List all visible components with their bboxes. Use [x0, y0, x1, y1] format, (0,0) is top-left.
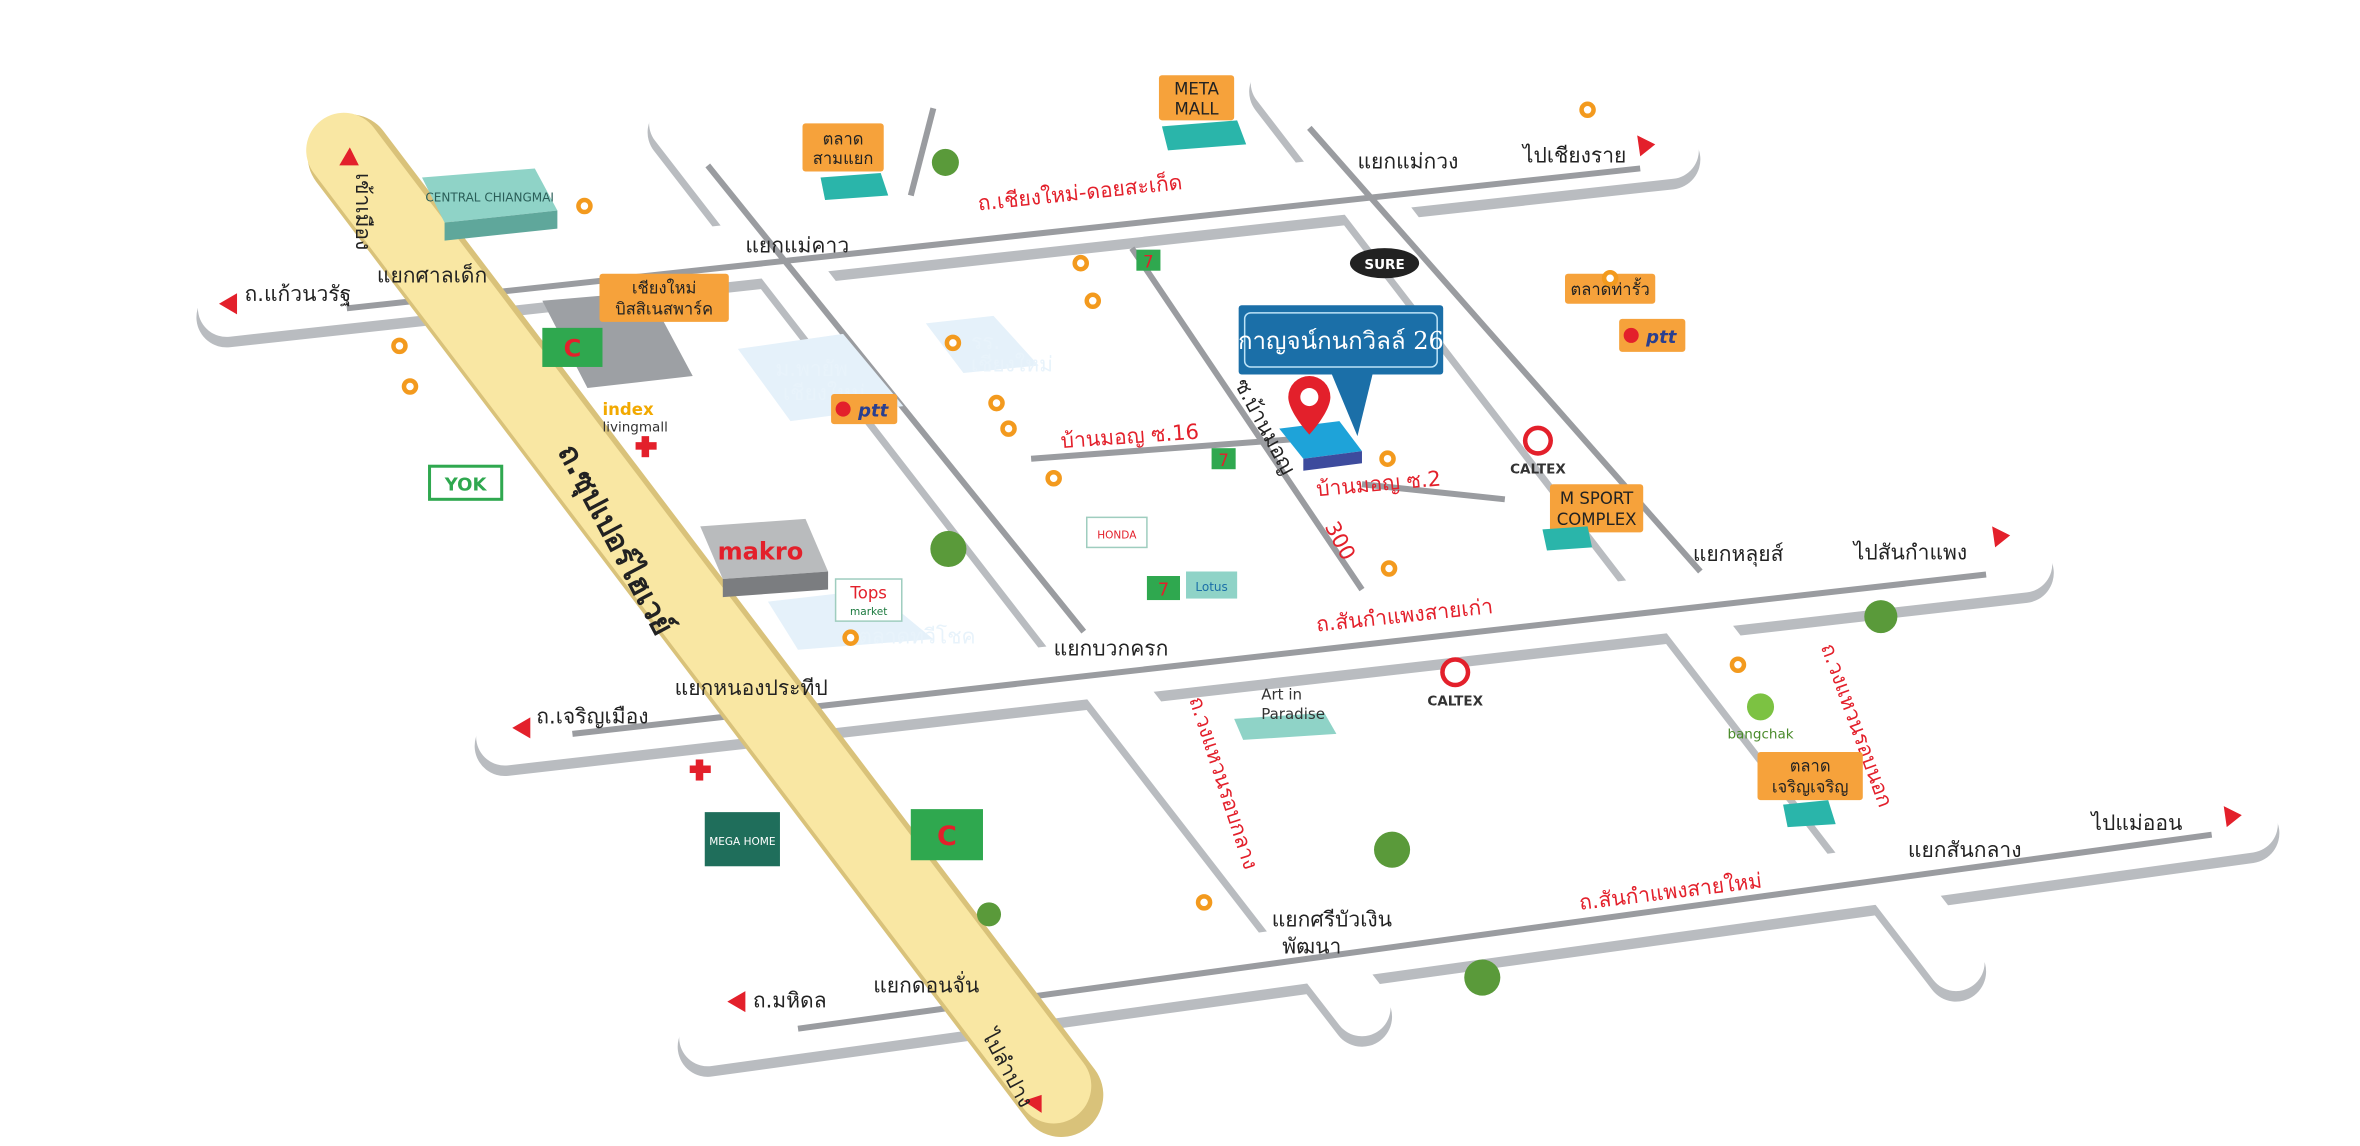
honda[interactable]: HONDA — [1086, 516, 1148, 549]
project-marker[interactable]: กาญจน์กนกวิลล์ 26 — [1238, 305, 1444, 471]
poi-talat-tha-rua[interactable]: ตลาดท่ารั้ว — [1565, 273, 1656, 304]
payap-label: ม.พายัพ — [775, 356, 847, 381]
sri-bua-ngoen-label-2: พัฒนา — [1282, 933, 1341, 958]
svg-text:เจริญเจริญ: เจริญเจริญ — [1772, 778, 1849, 797]
buak-khrok-label: แยกบวกครก — [1054, 636, 1169, 661]
svg-text:C: C — [564, 334, 582, 362]
school-label: รร. — [971, 329, 1000, 354]
bangchak[interactable]: bangchak — [1727, 693, 1794, 742]
hospital-icon — [635, 436, 711, 781]
svg-text:SURE: SURE — [1364, 257, 1404, 273]
distance-label: 300 — [1320, 517, 1361, 564]
art-in-paradise[interactable]: Art in Paradise — [1234, 685, 1337, 740]
yok[interactable]: YOK — [428, 464, 504, 501]
svg-text:Tops: Tops — [849, 584, 887, 603]
seven-eleven-2[interactable]: 7 — [1211, 448, 1236, 470]
svg-text:market: market — [850, 606, 887, 618]
central-chiangmai[interactable]: CENTRAL CHIANGMAI — [422, 168, 558, 241]
svg-text:CALTEX: CALTEX — [1427, 693, 1483, 709]
caltex-2[interactable]: CALTEX — [1427, 657, 1484, 709]
seven-eleven-1[interactable]: 7 — [1136, 249, 1161, 272]
ptt-icon — [1623, 327, 1639, 343]
svg-text:bangchak: bangchak — [1727, 726, 1793, 742]
svg-text:7: 7 — [1218, 451, 1229, 470]
poi-meta-mall[interactable]: META MALL — [1158, 75, 1247, 151]
svg-text:index: index — [602, 400, 653, 419]
big-c-2[interactable]: C — [910, 809, 983, 861]
svg-text:Art in: Art in — [1261, 685, 1302, 703]
svg-text:livingmall: livingmall — [602, 420, 667, 436]
san-klang-label: แยกสันกลาง — [1908, 837, 2022, 862]
seven-eleven-3[interactable]: 7 — [1146, 576, 1180, 601]
sure-logo[interactable]: SURE — [1349, 248, 1420, 279]
poi-talat-sam-yaek[interactable]: ตลาด สามแยก — [802, 123, 889, 201]
mae-kuang-label: แยกแม่กวง — [1357, 148, 1458, 173]
svg-text:HONDA: HONDA — [1097, 529, 1137, 541]
nong-prathip-label: แยกหนองประทีป — [675, 675, 828, 700]
svg-text:CALTEX: CALTEX — [1510, 462, 1566, 478]
chiang-rai-label: ไปเชียงราย — [1521, 142, 1626, 167]
tree-icons — [930, 148, 1898, 996]
svg-text:บิสสิเนสพาร์ค: บิสสิเนสพาร์ค — [615, 299, 713, 318]
svg-text:7: 7 — [1158, 580, 1169, 601]
project-name: กาญจน์กนกวิลล์ 26 — [1238, 327, 1444, 355]
poi-talat-charoen[interactable]: ตลาด เจริญเจริญ — [1757, 751, 1863, 828]
soi-lines — [1030, 246, 1506, 592]
svg-text:เชียงใหม่: เชียงใหม่ — [632, 278, 697, 297]
poi-m-sport[interactable]: M SPORT COMPLEX — [1542, 484, 1644, 551]
san-dek-label: แยกศาลเด็ก — [377, 262, 487, 288]
landmark-dots — [391, 101, 1747, 911]
index-livingmall[interactable]: index livingmall — [602, 400, 667, 436]
svg-text:MALL: MALL — [1175, 99, 1220, 118]
svg-text:ptt: ptt — [857, 401, 890, 422]
sankamphaeng-label: ไปสันกำแพง — [1852, 539, 1967, 564]
ptt-1[interactable]: ptt — [831, 394, 898, 425]
ptt-icon — [835, 401, 851, 417]
svg-text:makro: makro — [718, 537, 804, 565]
svg-text:Lotus: Lotus — [1195, 580, 1227, 594]
caltex-1[interactable]: CALTEX — [1510, 425, 1566, 478]
svg-text:M SPORT: M SPORT — [1560, 489, 1634, 508]
svg-text:ตลาด: ตลาด — [1790, 757, 1831, 776]
makro[interactable]: makro — [700, 518, 829, 598]
kaeo-nawarat-label: ถ.แก้วนวรัฐ — [245, 281, 352, 307]
lotus[interactable]: Lotus — [1186, 571, 1238, 599]
mae-on-label: ไปแม่ออน — [2089, 810, 2182, 835]
svg-text:CENTRAL CHIANGMAI: CENTRAL CHIANGMAI — [425, 191, 554, 205]
svg-text:ตลาด: ตลาด — [823, 129, 864, 148]
svg-text:ptt: ptt — [1645, 327, 1678, 348]
mahidol-label: ถ.มหิดล — [753, 988, 827, 1013]
svg-text:YOK: YOK — [444, 474, 488, 495]
sri-bua-ngoen-label: แยกศรีบัวเงิน — [1272, 906, 1392, 931]
svg-text:COMPLEX: COMPLEX — [1557, 510, 1637, 529]
ptt-2[interactable]: ptt — [1619, 318, 1686, 352]
superhighway — [306, 112, 1092, 1124]
banmon-2-label: บ้านมอญ ซ.2 — [1315, 465, 1442, 501]
svg-text:MEGA HOME: MEGA HOME — [709, 836, 775, 848]
svg-text:META: META — [1174, 80, 1220, 99]
hlut-label: แยกหลุยส์ — [1693, 541, 1784, 567]
svg-text:C: C — [937, 821, 957, 852]
to-city-label: เข้าเมือง — [351, 173, 376, 250]
mae-khao-label: แยกแม่คาว — [745, 233, 849, 258]
svg-text:สามแยก: สามแยก — [813, 149, 874, 168]
svg-text:7: 7 — [1143, 253, 1154, 272]
svg-text:ตลาดท่ารั้ว: ตลาดท่ารั้ว — [1571, 277, 1650, 299]
mega-home[interactable]: MEGA HOME — [704, 812, 780, 867]
thawi-chok-label: ตลาดทวีโชค — [858, 624, 975, 649]
school-label-2: เชียงใหม่ — [971, 351, 1053, 376]
charoen-mueang-label: ถ.เจริญเมือง — [536, 703, 648, 728]
svg-text:Paradise: Paradise — [1261, 705, 1325, 723]
tops-market[interactable]: Tops market — [834, 578, 903, 622]
big-c-1[interactable]: C — [542, 327, 603, 367]
direction-arrows — [218, 135, 2242, 1113]
don-chan-label: แยกดอนจั่น — [873, 971, 979, 998]
